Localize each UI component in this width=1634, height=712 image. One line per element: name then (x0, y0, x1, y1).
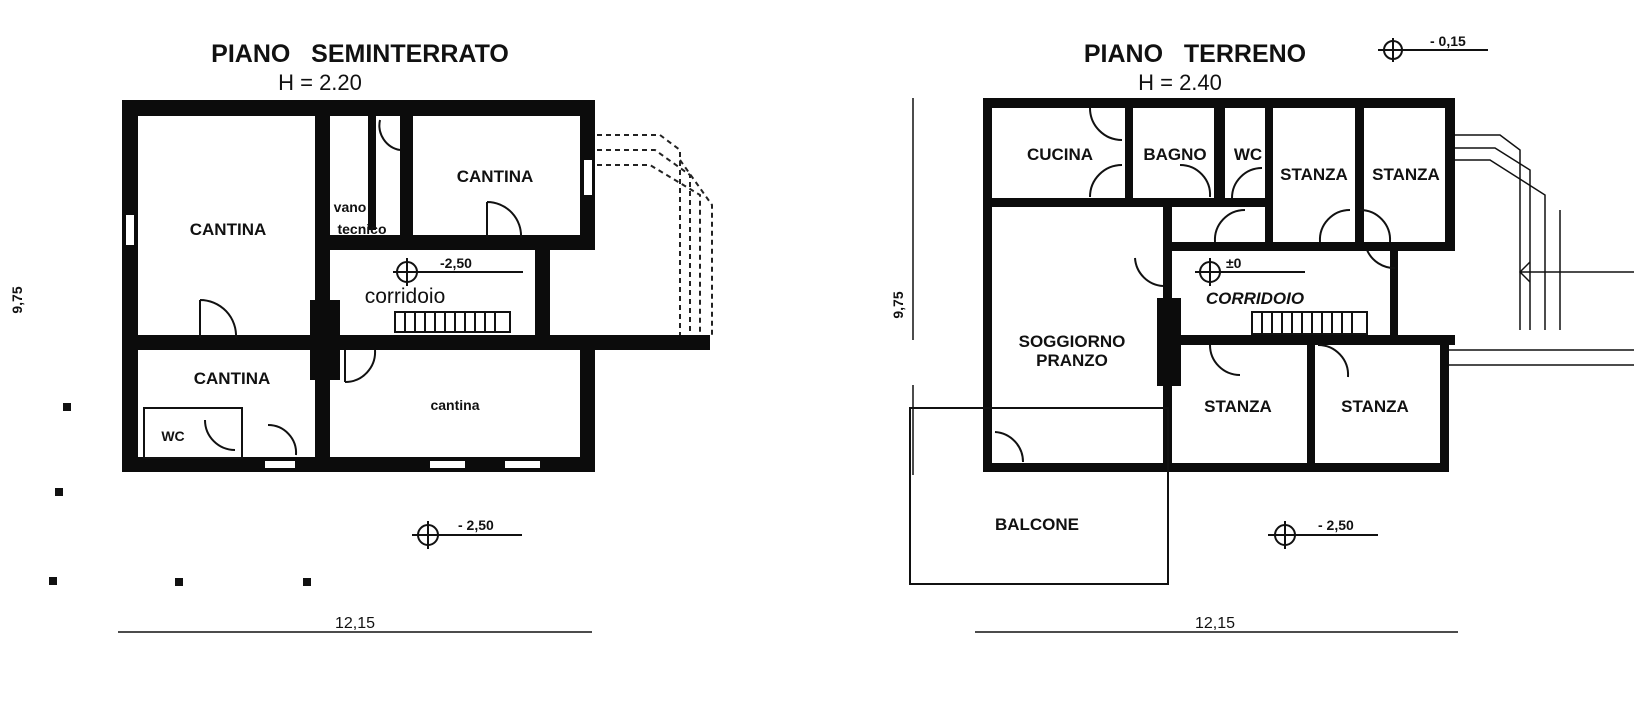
basement-title: PIANO SEMINTERRATO (211, 40, 509, 68)
room-label: tecnico (337, 221, 386, 237)
room-label: corridoio (365, 285, 446, 308)
basement-height: H = 2.20 (278, 70, 362, 95)
ground-doors (994, 107, 1396, 463)
room-label: PRANZO (1036, 351, 1108, 370)
ground-stairs (1251, 311, 1368, 335)
room-label: WC (1234, 145, 1262, 164)
site-markers (49, 403, 311, 586)
wc-box (143, 407, 243, 459)
basement-plan: PIANO SEMINTERRATO H = 2.20 (9, 40, 713, 633)
room-label: WC (161, 428, 184, 444)
room-label: SOGGIORNO (1019, 332, 1126, 351)
level-marker-icon (393, 258, 523, 286)
room-label: BAGNO (1143, 145, 1206, 164)
ground-height: H = 2.40 (1138, 70, 1222, 95)
depth-dimension: 9,75 (9, 286, 25, 313)
room-label: vano (334, 199, 367, 215)
basement-outer-stairs (597, 134, 713, 335)
room-label: cantina (430, 397, 479, 413)
ground-walls (983, 98, 1455, 472)
depth-dimension: 9,75 (890, 291, 906, 318)
room-label: CORRIDOIO (1206, 289, 1304, 308)
balcony-outline (909, 407, 1169, 585)
basement-walls (122, 100, 710, 472)
width-dimension: 12,15 (1195, 615, 1235, 632)
level-outer: - 2,50 (1318, 517, 1354, 533)
level-marker-icon (1268, 521, 1378, 549)
room-label: STANZA (1341, 397, 1409, 416)
room-label: CUCINA (1027, 145, 1093, 164)
ground-outer-stairs (1449, 134, 1634, 366)
level-marker-icon (412, 521, 522, 549)
room-label: STANZA (1204, 397, 1272, 416)
level-marker-icon (1195, 258, 1305, 286)
room-label: BALCONE (995, 515, 1079, 534)
room-label: STANZA (1372, 165, 1440, 184)
ground-plan: PIANO TERRENO H = 2.40 - 0,15 (890, 33, 1634, 633)
level-inner: ±0 (1226, 255, 1242, 271)
ground-title: PIANO TERRENO (1084, 40, 1306, 68)
basement-doors (199, 119, 523, 456)
width-dimension: 12,15 (335, 615, 375, 632)
level-inner: -2,50 (440, 255, 472, 271)
level-outer: - 2,50 (458, 517, 494, 533)
level-marker-icon (1378, 38, 1488, 62)
basement-stairs (394, 311, 511, 333)
room-label: CANTINA (457, 167, 534, 186)
level-top: - 0,15 (1430, 33, 1466, 49)
room-label: STANZA (1280, 165, 1348, 184)
room-label: CANTINA (194, 369, 271, 388)
room-label: CANTINA (190, 220, 267, 239)
